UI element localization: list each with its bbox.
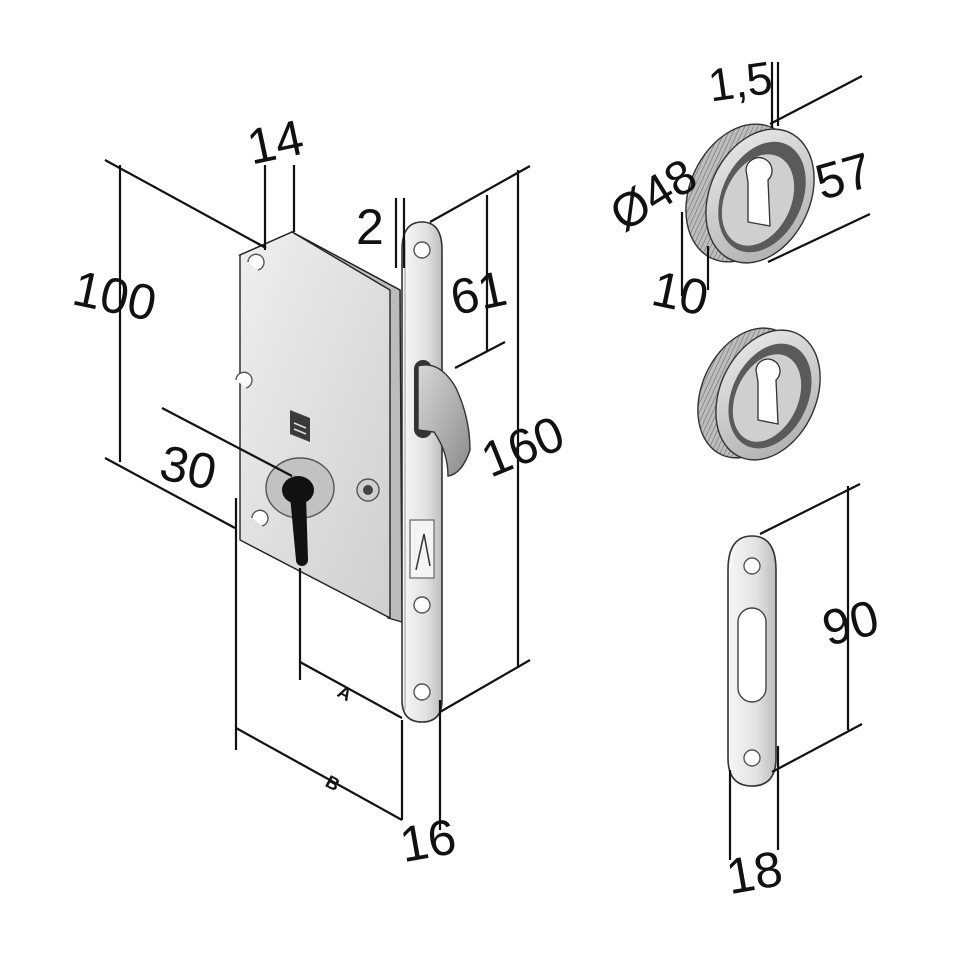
brand-logo-mark — [409, 519, 435, 579]
faceplate-hole-mid — [413, 596, 431, 614]
faceplate-hole-bot — [413, 683, 431, 701]
dim-B: B — [322, 771, 343, 795]
dim-57: 57 — [809, 142, 878, 211]
lock-body-face — [239, 231, 391, 620]
hook-bolt — [417, 364, 471, 477]
cylinder-hole — [265, 457, 335, 566]
dim-2: 2 — [356, 199, 384, 255]
dim-160: 160 — [474, 405, 572, 488]
body-notch-mid — [235, 371, 253, 389]
dim-30: 30 — [155, 434, 221, 500]
dimension-lines-right — [680, 62, 871, 860]
escutcheon-rose-front — [685, 123, 815, 264]
strike-hole-bot — [743, 749, 761, 767]
body-notch-top — [247, 253, 265, 271]
spindle-slot — [290, 410, 310, 442]
dim-10: 10 — [647, 260, 713, 326]
body-notch-low — [251, 509, 269, 527]
faceplate-plate — [401, 221, 443, 723]
dim-18: 18 — [722, 840, 787, 905]
strike-plate — [727, 535, 777, 787]
dimension-lines-lock — [104, 159, 531, 830]
dim-61: 61 — [445, 260, 511, 326]
escutcheon-rose-back — [697, 327, 821, 461]
dim-16: 16 — [396, 808, 461, 873]
dim-A: A — [334, 681, 355, 705]
dim-90: 90 — [817, 589, 885, 657]
strike-hole-top — [743, 557, 761, 575]
dim-1-5: 1,5 — [705, 51, 776, 111]
lock-body — [235, 230, 403, 623]
faceplate-hole-top — [413, 241, 431, 259]
dim-14: 14 — [242, 109, 308, 175]
faceplate — [401, 221, 471, 723]
dim-100: 100 — [68, 260, 161, 332]
follower-screw — [356, 478, 380, 502]
strike-slot — [737, 607, 767, 703]
